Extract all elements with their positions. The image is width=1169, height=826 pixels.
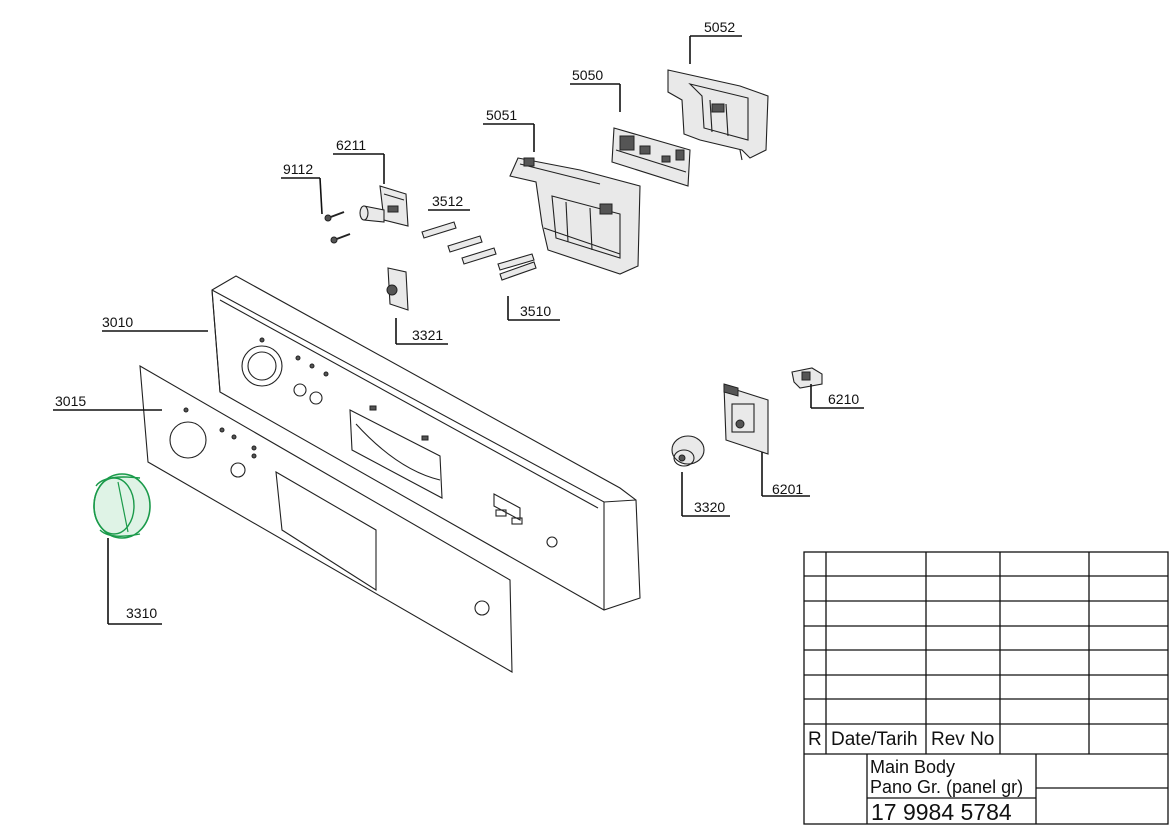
- label-3310: 3310: [126, 605, 157, 621]
- part-6201-switch-box: [723, 383, 769, 455]
- label-9112: 9112: [283, 161, 313, 177]
- leader-lines: [53, 35, 864, 625]
- part-5051-frame: [509, 157, 641, 275]
- label-3512: 3512: [432, 193, 463, 209]
- label-5050: 5050: [572, 67, 603, 83]
- label-5051: 5051: [486, 107, 517, 123]
- label-6201: 6201: [772, 481, 803, 497]
- label-3320: 3320: [694, 499, 725, 515]
- label-3321: 3321: [412, 327, 443, 343]
- rev-no-label: Rev No: [931, 729, 994, 750]
- label-3010: 3010: [102, 314, 133, 330]
- label-3510: 3510: [520, 303, 551, 319]
- part-3010-control-panel: [211, 275, 641, 611]
- label-3015: 3015: [55, 393, 86, 409]
- rev-letter: R: [808, 729, 822, 750]
- part-3321-bracket: [386, 267, 409, 311]
- part-labels: 5052 5050 5051 6211 9112 3512 3010 3321 …: [55, 19, 859, 621]
- part-6210-switch: [791, 367, 823, 389]
- part-5052-housing: [667, 69, 769, 161]
- drawing-part-number: 17 9984 5784: [871, 799, 1012, 825]
- label-6210: 6210: [828, 391, 859, 407]
- part-3015-decor-panel: [139, 364, 513, 673]
- part-5050-circuit-board: [611, 127, 691, 187]
- part-3512-rods: [421, 221, 497, 265]
- part-3320-button: [671, 435, 705, 467]
- part-6211-switch: [359, 185, 409, 227]
- date-label: Date/Tarih: [831, 729, 918, 750]
- part-3310-knob: [93, 473, 151, 539]
- description-line2: Pano Gr. (panel gr): [870, 777, 1023, 797]
- part-3510-rods: [497, 253, 537, 281]
- label-5052: 5052: [704, 19, 735, 35]
- title-block: R Date/Tarih Rev No Main Body Pano Gr. (…: [803, 551, 1169, 825]
- description-line1: Main Body: [870, 757, 955, 777]
- label-6211: 6211: [336, 137, 366, 153]
- part-9112-screws: [324, 211, 351, 244]
